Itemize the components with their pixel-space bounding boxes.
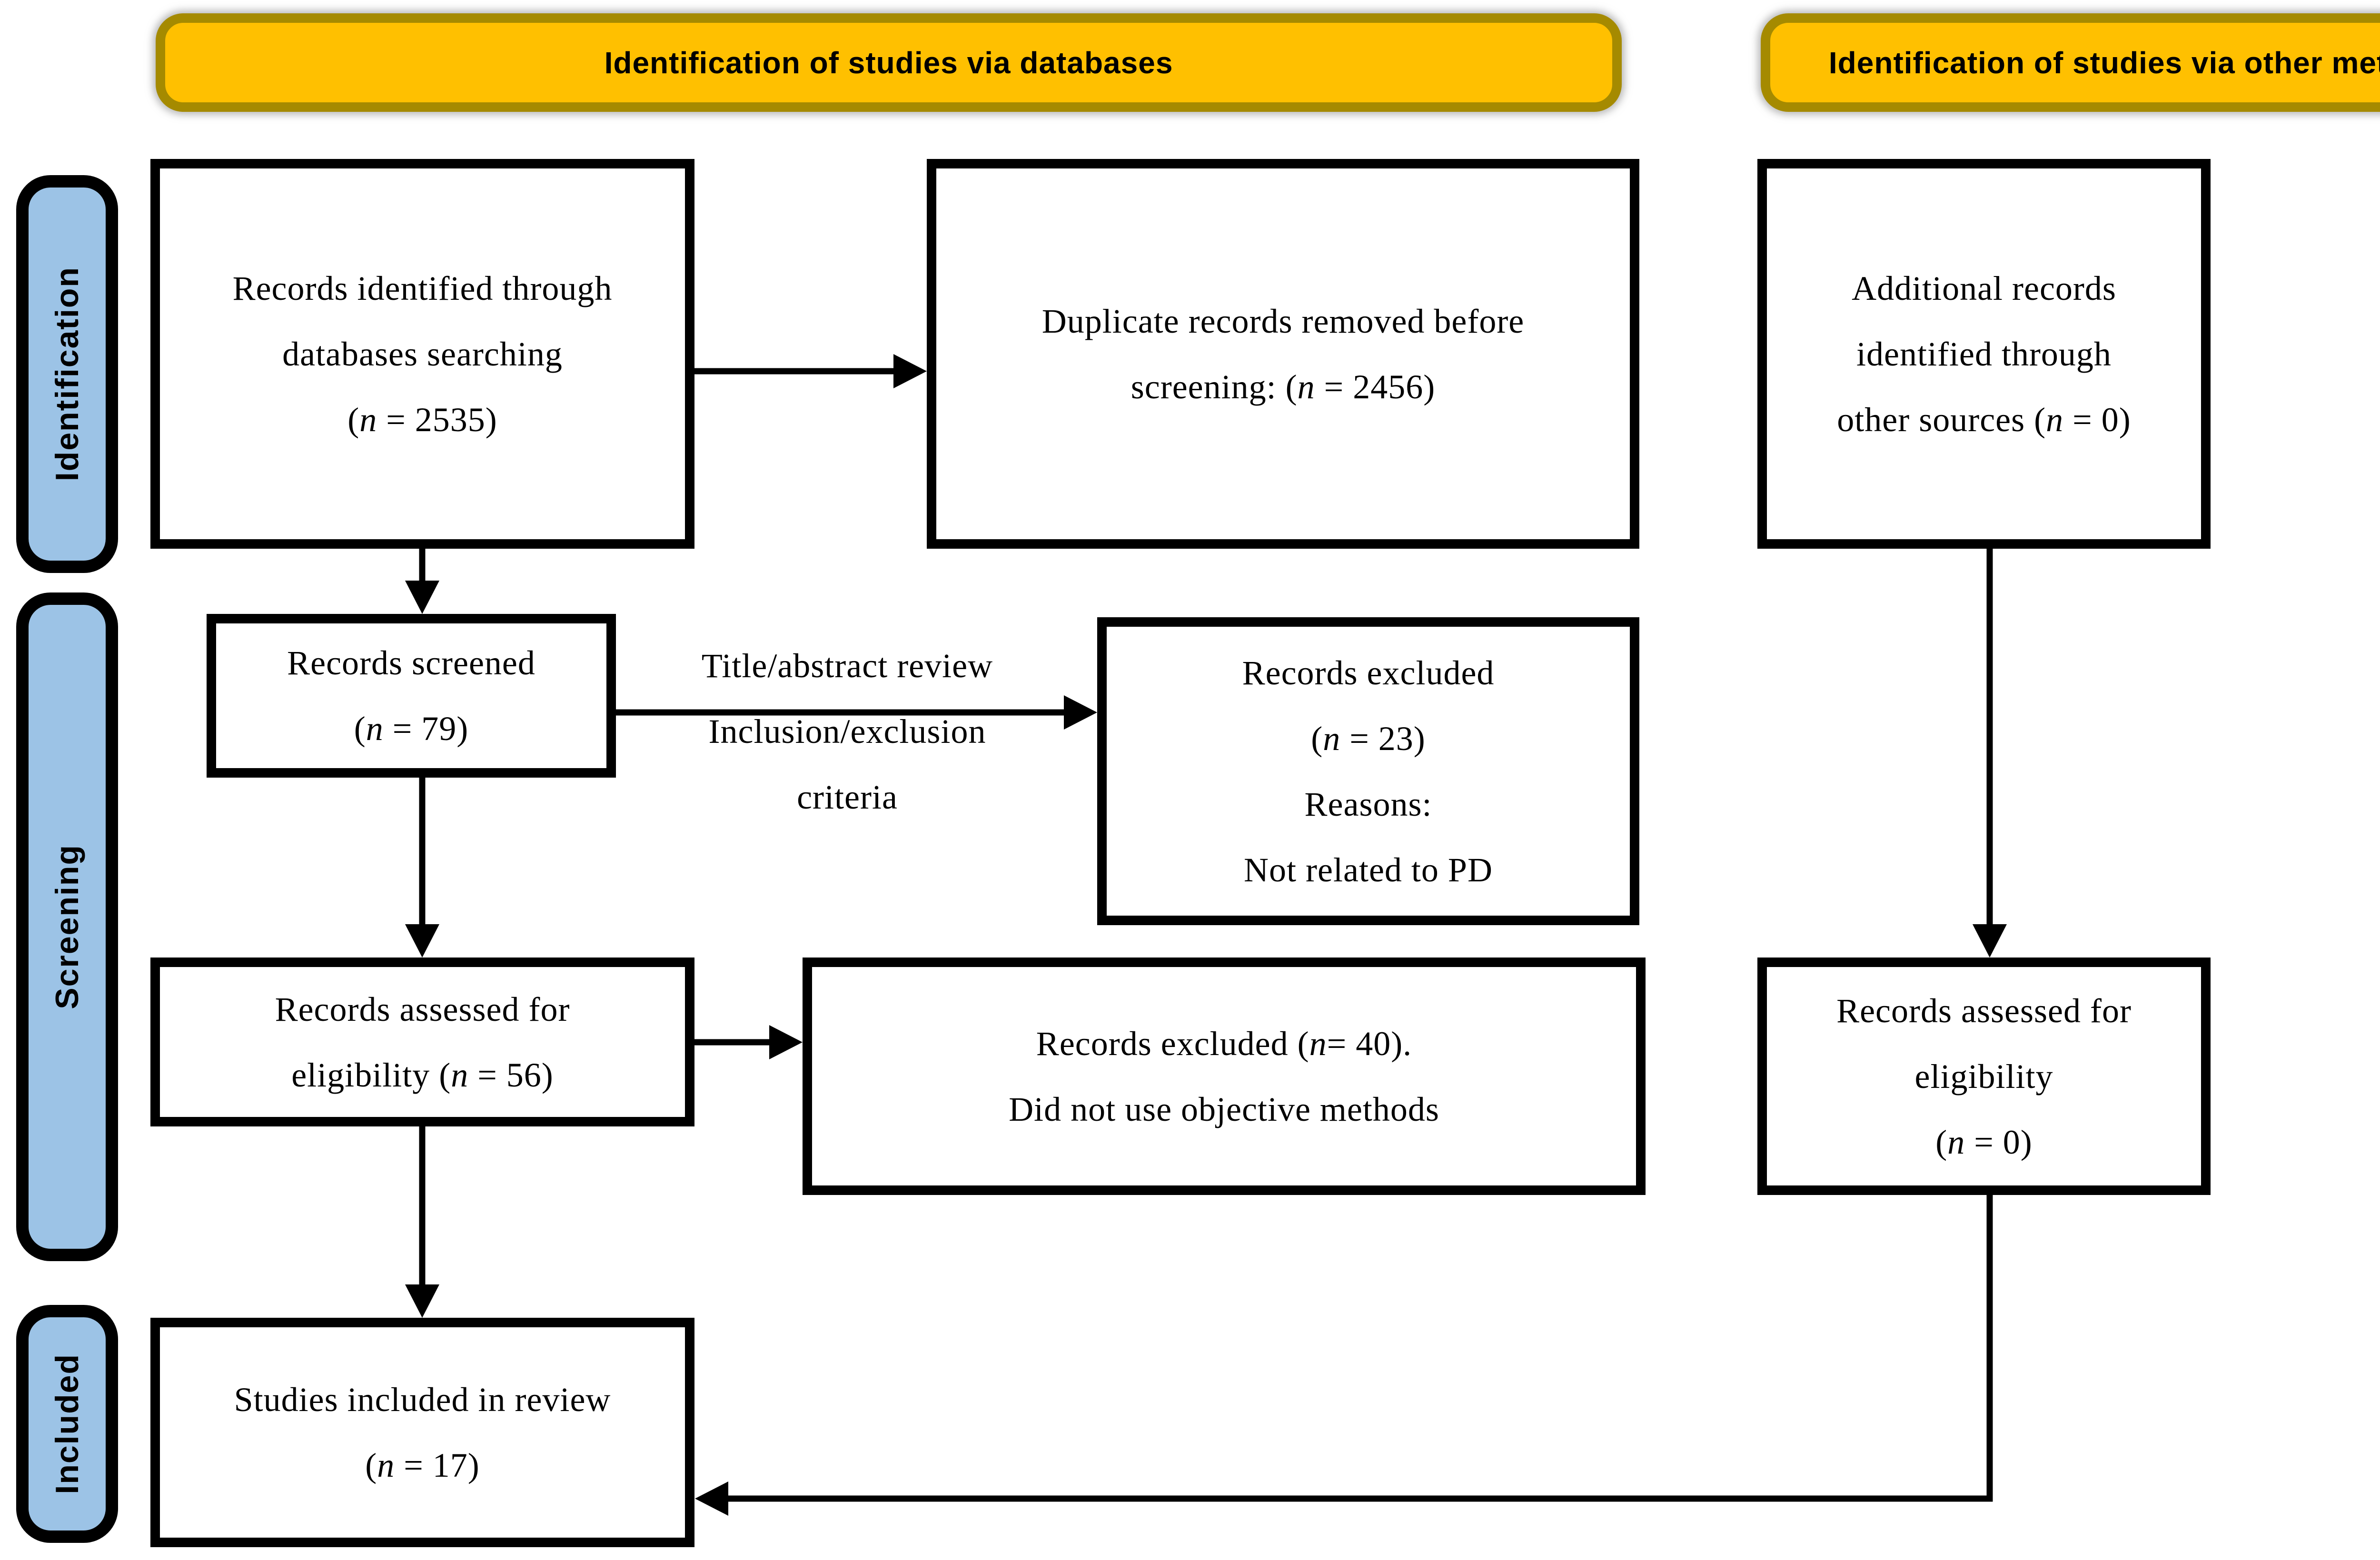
- text-line: other sources (n = 0): [1837, 400, 2131, 439]
- text-line: (n = 79): [354, 710, 469, 748]
- stage-label-identification: Identification: [16, 175, 118, 573]
- studies-included-box: Studies included in review (n = 17): [150, 1318, 694, 1547]
- records-assessed-other-methods-box: Records assessed for eligibility (n = 0): [1757, 958, 2211, 1195]
- arrow-assessed-other-to-included: [695, 1195, 1993, 1516]
- text-line: Title/abstract review: [701, 647, 993, 685]
- text-line: Did not use objective methods: [1009, 1090, 1439, 1128]
- arrow-assessed-to-included: [405, 1126, 439, 1318]
- text-line: (n = 23): [1311, 719, 1426, 758]
- text-line: databases searching: [282, 335, 563, 373]
- text-line: criteria: [797, 778, 898, 816]
- arrow-screened-to-excluded: [616, 695, 1097, 730]
- records-excluded-screening-box: Records excluded (n = 23) Reasons: Not rela…: [1097, 617, 1639, 925]
- text-line: identified through: [1856, 335, 2112, 373]
- header-identification-via-databases: Identification of studies via databases: [156, 13, 1622, 112]
- text-line: eligibility (n = 56): [291, 1056, 554, 1094]
- text-line: eligibility: [1914, 1057, 2053, 1096]
- text-line: Records excluded (n= 40).: [1036, 1024, 1412, 1063]
- text-line: Additional records: [1852, 269, 2116, 307]
- text-line: (n = 0): [1935, 1123, 2033, 1161]
- records-identified-box: Records identified through databases sear…: [150, 159, 694, 549]
- text-line: Records assessed for: [275, 990, 570, 1028]
- text-line: Studies included in review: [234, 1381, 611, 1419]
- text-line: Records screened: [287, 644, 536, 682]
- arrow-screened-to-assessed: [405, 778, 439, 958]
- stage-label-included: Included: [16, 1305, 118, 1543]
- text-line: Records excluded: [1242, 653, 1495, 692]
- records-excluded-eligibility-box: Records excluded (n= 40). Did not use obj…: [803, 958, 1646, 1195]
- stage-label-included-text: Included: [49, 1353, 85, 1494]
- stage-label-screening-text: Screening: [49, 844, 85, 1009]
- header-identification-via-other-methods: Identification of studies via other meth…: [1761, 13, 2380, 112]
- text-line: Records assessed for: [1836, 991, 2132, 1030]
- text-line: (n = 2535): [347, 400, 497, 439]
- text-line: Reasons:: [1304, 785, 1432, 823]
- duplicates-removed-box: Duplicate records removed before screenin…: [927, 159, 1639, 549]
- arrow-identified-to-duplicates: [694, 354, 927, 388]
- text-line: Duplicate records removed before: [1041, 302, 1525, 340]
- arrow-assessed-to-excluded: [694, 1025, 803, 1059]
- additional-records-box: Additional records identified through othe…: [1757, 159, 2211, 549]
- header-identification-via-other-methods-label: Identification of studies via other meth…: [1828, 45, 2380, 80]
- text-line: Not related to PD: [1244, 850, 1493, 889]
- stage-label-screening: Screening: [16, 592, 118, 1261]
- header-identification-via-databases-label: Identification of studies via databases: [604, 45, 1173, 80]
- text-line: screening: (n = 2456): [1130, 367, 1436, 406]
- stage-label-identification-text: Identification: [49, 267, 85, 482]
- arrow-identified-to-screened: [405, 549, 439, 614]
- records-screened-box: Records screened (n = 79): [207, 614, 616, 778]
- text-line: Inclusion/exclusion: [708, 712, 986, 750]
- arrow-additional-to-assessed-other: [1973, 549, 2007, 958]
- text-line: Records identified through: [232, 269, 613, 307]
- text-line: (n = 17): [365, 1446, 480, 1484]
- records-assessed-eligibility-box: Records assessed for eligibility (n = 56): [150, 958, 694, 1126]
